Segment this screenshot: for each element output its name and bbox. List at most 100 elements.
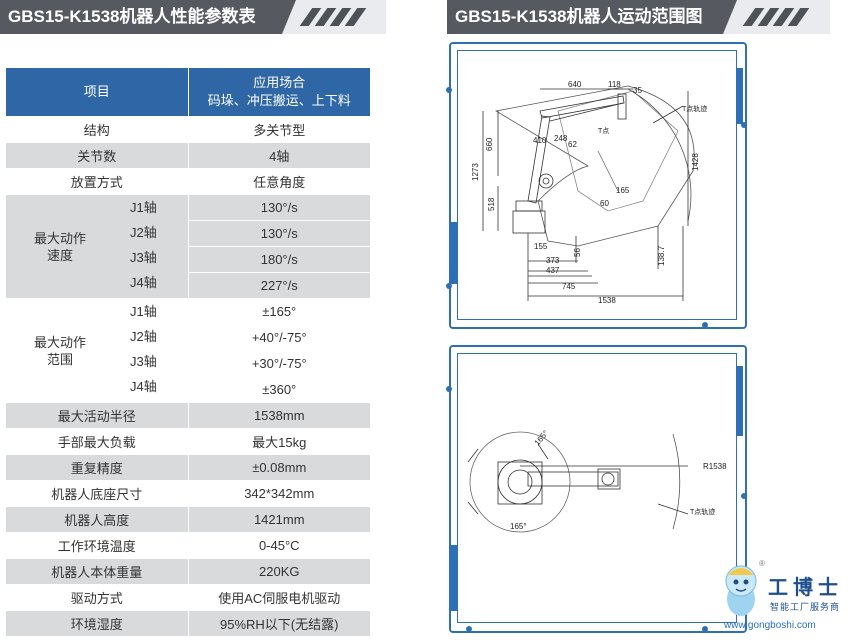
frame-side-tab xyxy=(449,545,458,611)
frame-dot xyxy=(702,322,708,328)
speed-label-line1: 最大动作 xyxy=(34,231,87,246)
row-label: 放置方式 xyxy=(6,168,189,195)
dim-60: 60 xyxy=(600,199,609,208)
row-label: 工作环境温度 xyxy=(6,532,189,559)
row-label: 结构 xyxy=(6,116,189,143)
header-application: 应用场合 码垛、冲压搬运、上下料 xyxy=(188,68,370,117)
header-application-title: 应用场合 xyxy=(253,75,306,90)
speed-value-j3: 180°/s xyxy=(188,246,370,273)
angle-lower-label: 165° xyxy=(510,522,527,531)
row-value: 最大15kg xyxy=(188,428,370,455)
table-row: +30°/-75° xyxy=(6,350,370,377)
row-value: 220KG xyxy=(188,558,370,585)
angle-upper-label: 165° xyxy=(533,429,551,447)
top-view-drawing: R1538 165° 165° T点轨迹 xyxy=(457,353,737,623)
row-label: 环境湿度 xyxy=(6,610,189,636)
table-row: 重复精度 ±0.08mm xyxy=(6,454,370,481)
dim-660: 660 xyxy=(485,137,494,151)
speed-axis-j1: J1轴 xyxy=(130,200,157,215)
dim-518: 518 xyxy=(487,197,496,211)
dim-437: 437 xyxy=(546,266,560,275)
speed-axis-j2: J2轴 xyxy=(130,225,157,240)
spec-table: 项目 应用场合 码垛、冲压搬运、上下料 结构 多关节型 关节数 4轴 放置方式 … xyxy=(6,68,370,636)
row-value: 1538mm xyxy=(188,402,370,429)
frame-dot xyxy=(446,386,452,392)
brand-logo[interactable]: ® 工博士 智能工厂服务商 www.gongboshi.com xyxy=(718,559,853,640)
row-value: 342*342mm xyxy=(188,480,370,507)
table-row: 最大动作 速度 J1轴 J2轴 J3轴 J4轴 130°/s xyxy=(6,194,370,299)
row-value: 1421mm xyxy=(188,506,370,533)
dim-62: 62 xyxy=(568,140,577,149)
dim-373: 373 xyxy=(546,256,560,265)
table-row: 180°/s xyxy=(6,246,370,273)
frame-dot xyxy=(446,283,452,289)
table-row: 放置方式 任意角度 xyxy=(6,168,370,195)
right-section-title: GBS15-K1538机器人运动范围图 xyxy=(447,0,737,34)
row-value: ±0.08mm xyxy=(188,454,370,481)
speed-axis-j4: J4轴 xyxy=(130,275,157,290)
logo-name: 工博士 xyxy=(768,575,843,599)
range-label-line2: 范围 xyxy=(47,352,74,367)
dim-1428: 1428 xyxy=(691,153,700,171)
dim-138: 138.7 xyxy=(657,245,666,266)
flange-trajectory-label: T点轨迹 xyxy=(682,104,707,113)
dim-118: 118 xyxy=(608,80,621,89)
table-row: ±360° xyxy=(6,376,370,403)
frame-side-tab xyxy=(449,222,458,284)
dim-165: 165 xyxy=(616,186,630,195)
top-flange-trajectory-label: T点轨迹 xyxy=(690,507,715,516)
frame-dot xyxy=(702,626,708,632)
flange-point-label: T点 xyxy=(598,127,609,135)
logo-url[interactable]: www.gongboshi.com xyxy=(724,620,816,631)
table-row: 手部最大负载 最大15kg xyxy=(6,428,370,455)
dim-745: 745 xyxy=(562,282,576,291)
range-value-j2: +40°/-75° xyxy=(188,324,370,351)
registered-mark: ® xyxy=(759,559,765,568)
left-section-header: GBS15-K1538机器人性能参数表 xyxy=(0,0,386,34)
side-view-drawing: 640 118 35 660 1273 518 1428 410 248 62 … xyxy=(457,50,737,320)
left-section-title: GBS15-K1538机器人性能参数表 xyxy=(0,0,296,34)
right-section-header: GBS15-K1538机器人运动范围图 xyxy=(447,0,830,34)
table-row: 结构 多关节型 xyxy=(6,116,370,143)
table-row: 机器人本体重量 220KG xyxy=(6,558,370,585)
row-label: 驱动方式 xyxy=(6,584,189,611)
table-row: 环境湿度 95%RH以下(无结露) xyxy=(6,610,370,636)
range-axis-j2: J2轴 xyxy=(130,329,157,344)
dim-56: 56 xyxy=(573,248,582,257)
header-item: 项目 xyxy=(6,68,189,117)
dim-1273: 1273 xyxy=(471,163,480,181)
row-label: 最大活动半径 xyxy=(6,402,189,429)
frame-dot xyxy=(466,626,472,632)
mascot-icon xyxy=(725,565,757,616)
range-axis-j1: J1轴 xyxy=(130,304,157,319)
dim-410: 410 xyxy=(533,136,547,145)
dim-1538: 1538 xyxy=(598,296,616,305)
frame-dot xyxy=(446,87,452,93)
row-label: 关节数 xyxy=(6,142,189,169)
frame-dot xyxy=(741,122,747,128)
range-value-j4: ±360° xyxy=(188,376,370,403)
table-row: 227°/s xyxy=(6,272,370,299)
table-row: 机器人底座尺寸 342*342mm xyxy=(6,480,370,507)
speed-axis-j3: J3轴 xyxy=(130,250,157,265)
row-value: 95%RH以下(无结露) xyxy=(188,610,370,636)
top-view-svg: R1538 165° 165° T点轨迹 xyxy=(467,429,727,533)
table-row: +40°/-75° xyxy=(6,324,370,351)
table-row: 130°/s xyxy=(6,220,370,247)
range-value-j3: +30°/-75° xyxy=(188,350,370,377)
dim-155: 155 xyxy=(534,242,548,251)
speed-group-cell: 最大动作 速度 J1轴 J2轴 J3轴 J4轴 xyxy=(6,194,189,299)
range-label-line1: 最大动作 xyxy=(34,335,87,350)
frame-side-tab xyxy=(734,366,743,436)
logo-subtitle: 智能工厂服务商 xyxy=(770,602,841,612)
table-row: 工作环境温度 0-45°C xyxy=(6,532,370,559)
row-label: 机器人底座尺寸 xyxy=(6,480,189,507)
table-row: 关节数 4轴 xyxy=(6,142,370,169)
range-group-cell: 最大动作 范围 J1轴 J2轴 J3轴 J4轴 xyxy=(6,298,189,403)
top-view-frame xyxy=(449,345,747,633)
table-row: 机器人高度 1421mm xyxy=(6,506,370,533)
table-header-row: 项目 应用场合 码垛、冲压搬运、上下料 xyxy=(6,68,370,117)
speed-value-j1: 130°/s xyxy=(188,194,370,221)
radius-label: R1538 xyxy=(703,462,727,471)
row-label: 手部最大负载 xyxy=(6,428,189,455)
